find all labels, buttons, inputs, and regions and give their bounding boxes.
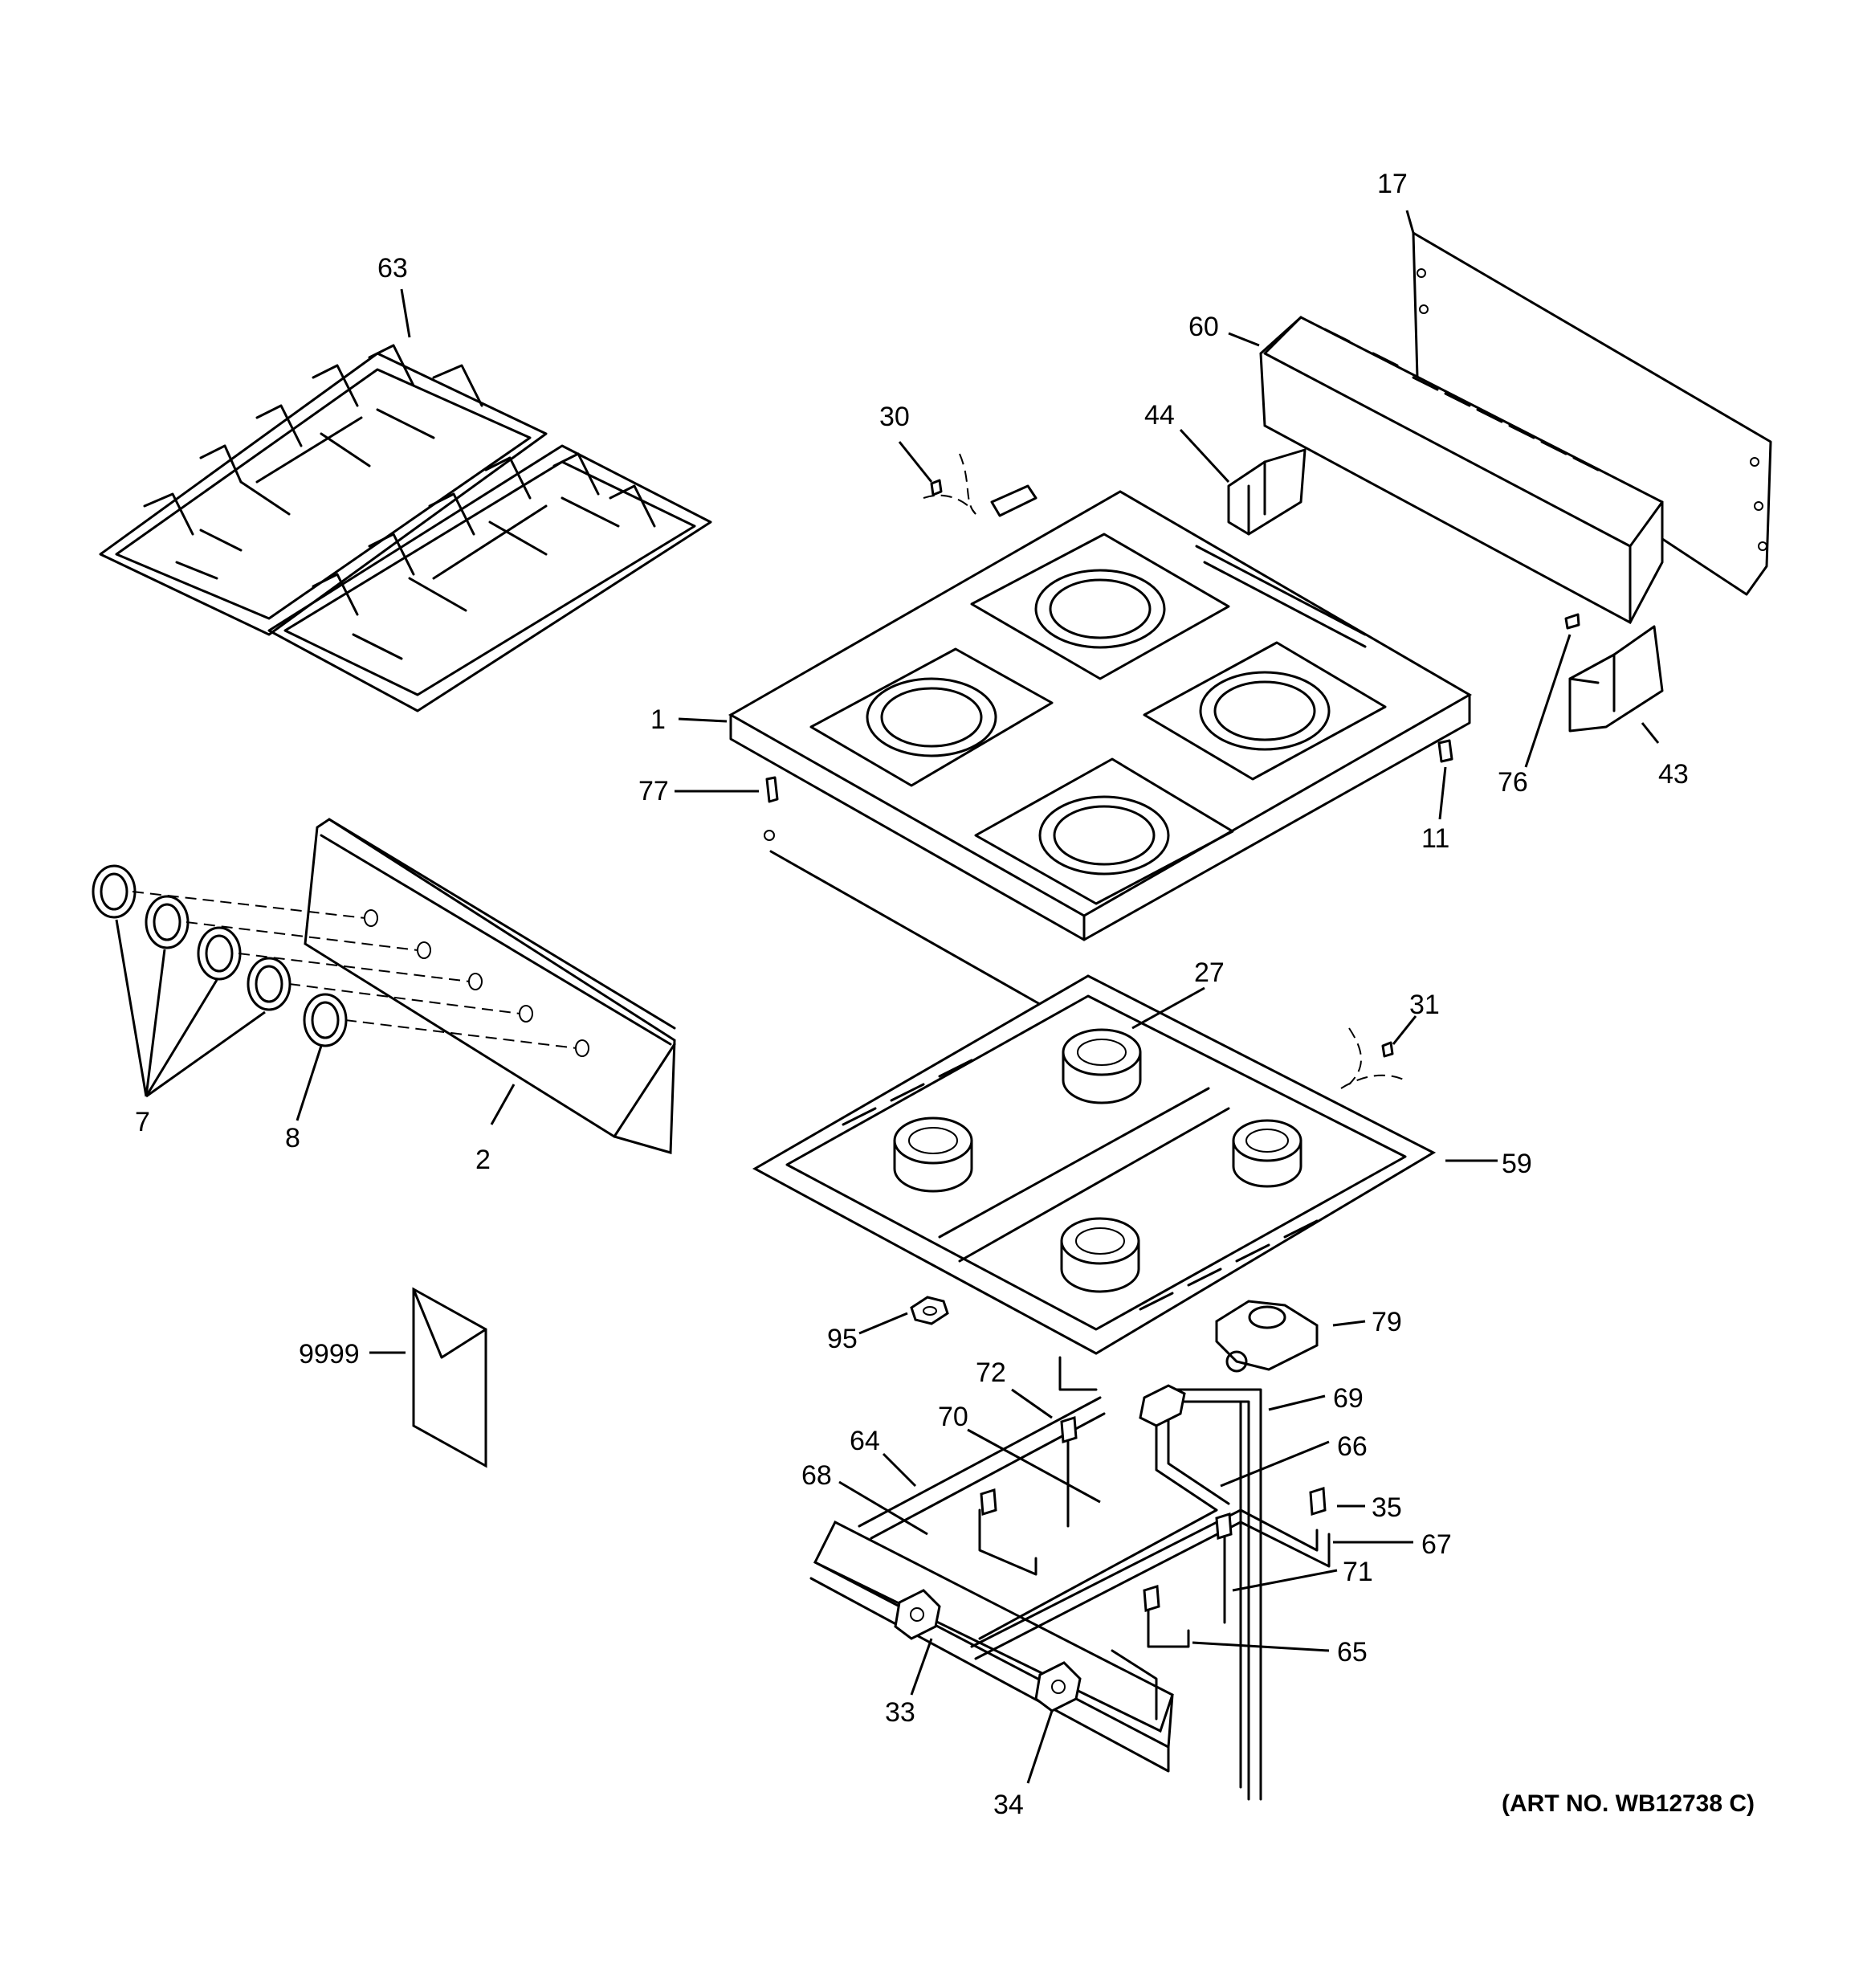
control-knob-1[interactable] — [92, 864, 137, 919]
control-knob-3[interactable] — [197, 926, 242, 981]
orifice-35[interactable] — [1309, 1487, 1327, 1516]
vent-trim[interactable] — [1259, 316, 1664, 625]
callout-68: 68 — [801, 1460, 832, 1491]
callout-7: 7 — [135, 1107, 150, 1137]
callout-76: 76 — [1498, 767, 1528, 798]
pressure-regulator[interactable] — [1215, 1300, 1319, 1373]
callout-60: 60 — [1188, 312, 1219, 342]
callout-79: 79 — [1372, 1307, 1402, 1337]
control-knob-5[interactable] — [303, 993, 348, 1047]
art-number: (ART NO. WB12738 C) — [1502, 1790, 1755, 1817]
side-bracket-left[interactable] — [1227, 448, 1307, 536]
callout-35: 35 — [1372, 1492, 1402, 1523]
callout-67: 67 — [1421, 1529, 1452, 1560]
literature-envelope[interactable] — [412, 1287, 487, 1468]
callout-64: 64 — [850, 1426, 880, 1456]
side-bracket-right[interactable] — [1568, 625, 1664, 733]
callout-95: 95 — [827, 1324, 858, 1354]
callout-8: 8 — [285, 1123, 300, 1153]
callout-65: 65 — [1337, 1637, 1368, 1668]
callout-labels: 63 17 60 30 44 1 77 11 76 43 7 8 2 27 31… — [135, 169, 1755, 1820]
control-knob-2[interactable] — [145, 895, 190, 949]
burner-box[interactable] — [752, 974, 1437, 1391]
burner-grate-left[interactable] — [99, 344, 548, 636]
gas-valve-34[interactable] — [1034, 1661, 1082, 1712]
screw-30[interactable] — [923, 453, 976, 515]
callout-30: 30 — [879, 402, 910, 432]
callout-33: 33 — [885, 1697, 915, 1728]
callout-71: 71 — [1343, 1557, 1373, 1587]
hex-nut[interactable] — [910, 1296, 949, 1325]
callout-27: 27 — [1194, 957, 1225, 988]
callout-43: 43 — [1658, 759, 1689, 790]
callout-59: 59 — [1502, 1149, 1532, 1179]
gas-tube-68[interactable] — [978, 1508, 1037, 1576]
callout-72: 72 — [976, 1357, 1006, 1388]
clip-30[interactable] — [990, 484, 1037, 517]
burner-head-right[interactable] — [1232, 1119, 1302, 1188]
callout-44: 44 — [1144, 400, 1175, 431]
callout-69: 69 — [1333, 1383, 1364, 1414]
screw-31[interactable] — [1340, 1027, 1406, 1089]
knob-alignment-lines — [132, 891, 577, 1049]
callout-9999: 9999 — [299, 1339, 360, 1370]
control-panel[interactable] — [304, 818, 676, 1154]
callout-70: 70 — [938, 1402, 968, 1432]
burner-head-left[interactable] — [893, 1116, 973, 1193]
gas-tube-65[interactable] — [1111, 1605, 1190, 1721]
gas-manifold[interactable] — [809, 1520, 1174, 1773]
backsplash-panel[interactable] — [1412, 231, 1772, 596]
callout-31: 31 — [1409, 990, 1440, 1020]
gas-tube-69[interactable] — [1171, 1388, 1262, 1801]
callout-11: 11 — [1421, 823, 1449, 854]
fitting-connector[interactable] — [980, 1384, 1233, 1612]
callout-34: 34 — [993, 1790, 1024, 1820]
gas-tube-66[interactable] — [978, 1412, 1230, 1640]
callout-66: 66 — [1337, 1431, 1368, 1462]
callout-17: 17 — [1377, 169, 1408, 199]
control-knob-4[interactable] — [247, 957, 291, 1011]
ignition-wire[interactable] — [764, 830, 1070, 1022]
screw-77[interactable] — [765, 776, 779, 803]
burner-head-rear-left[interactable] — [1062, 1028, 1142, 1104]
screw-11[interactable] — [1437, 739, 1453, 763]
callout-77: 77 — [638, 776, 669, 806]
leader-lines — [115, 210, 1660, 1784]
gas-valve-33[interactable] — [894, 1589, 941, 1640]
cooktop[interactable] — [728, 490, 1473, 941]
screw-76[interactable] — [1564, 613, 1580, 630]
callout-1: 1 — [650, 704, 666, 735]
burner-grate-right[interactable] — [267, 444, 712, 712]
burner-head-front[interactable] — [1060, 1217, 1140, 1293]
callout-2: 2 — [475, 1145, 491, 1175]
gas-tube-67[interactable] — [970, 1508, 1331, 1660]
orifice-72[interactable] — [1060, 1416, 1078, 1443]
callout-63: 63 — [377, 253, 408, 284]
